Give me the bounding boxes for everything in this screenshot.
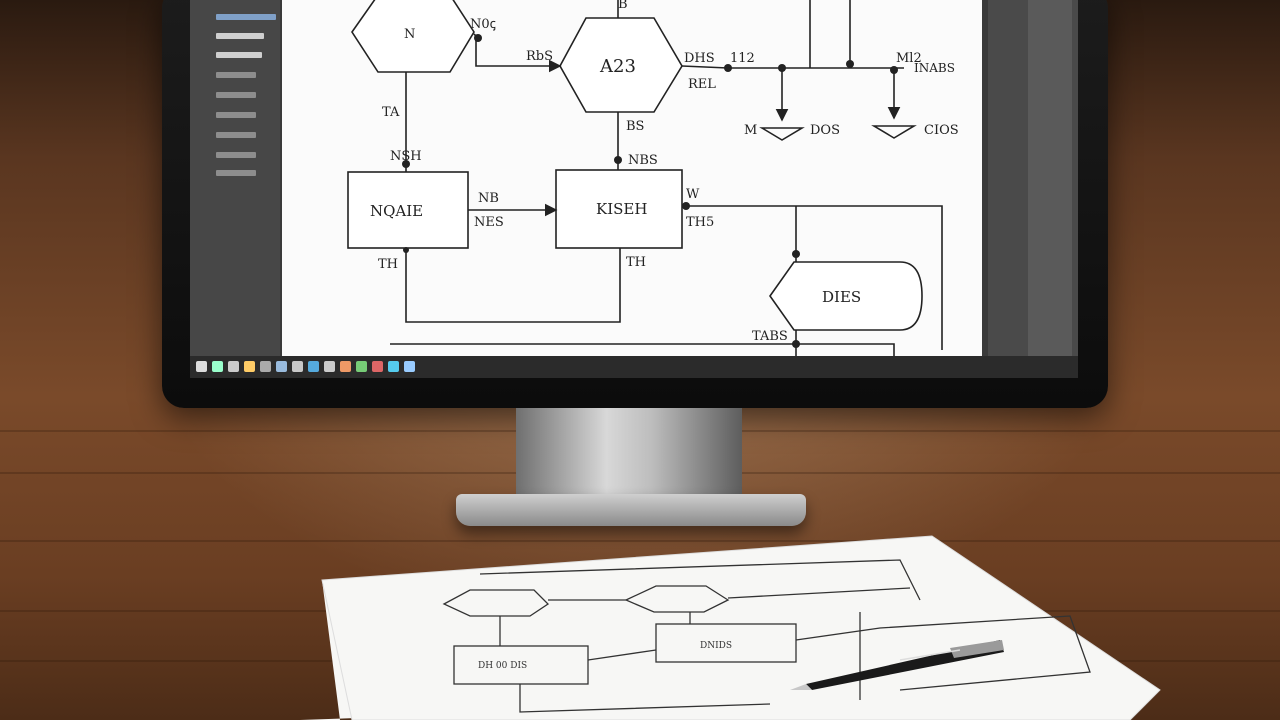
node-label: KISEH [596,200,647,218]
app-icon[interactable] [260,361,271,372]
right-panel [988,0,1078,356]
edge-label: TABS [752,329,788,344]
app-icon[interactable] [292,361,303,372]
app-icon[interactable] [372,361,383,372]
edge-label: CIOS [924,123,959,138]
taskbar [190,356,1078,378]
edge-label: TH5 [686,215,714,230]
app-icon[interactable] [228,361,239,372]
monitor-stand-base [456,494,806,526]
edge-label: N0ꞔ [470,17,496,32]
edge-label: B [618,0,628,12]
edge-label: TA [382,105,400,120]
app-icon[interactable] [324,361,335,372]
edge-label: W [686,187,700,202]
app-icon[interactable] [212,361,223,372]
app-icon[interactable] [388,361,399,372]
sidebar-item[interactable] [216,14,276,20]
pen[interactable] [790,640,1004,690]
process-box [453,645,589,685]
edge-label: BS [626,119,644,134]
edge-label: NSH [390,149,422,164]
edge-label: INABS [914,61,955,75]
start-icon[interactable] [196,361,207,372]
edge-label: TH [626,255,646,270]
node-label: DNIDS [700,641,732,651]
diagram-canvas[interactable]: N N0ꞔ B RbS A23 DHS REL 112 Ml2 INABS M … [282,0,982,356]
app-icon[interactable] [356,361,367,372]
sidebar-item[interactable] [216,72,256,78]
app-sidebar [190,0,280,356]
sidebar-item[interactable] [216,170,256,176]
edge-label: NB [478,191,499,206]
node-label: A23 [599,56,636,77]
process-box [655,623,797,663]
edge-label: 112 [730,51,755,66]
app-icon[interactable] [244,361,255,372]
node-label: N [404,27,415,42]
edge-label: TH [378,257,398,272]
flowchart: N N0ꞔ B RbS A23 DHS REL 112 Ml2 INABS M … [347,0,959,356]
monitor-screen: N N0ꞔ B RbS A23 DHS REL 112 Ml2 INABS M … [190,0,1078,378]
hexagon-node [351,0,475,73]
edge-label: NBS [628,153,658,168]
sidebar-item[interactable] [216,132,256,138]
edge-label: REL [688,77,716,92]
app-icon[interactable] [276,361,287,372]
sidebar-item[interactable] [216,152,256,158]
hexagon-node [442,589,550,617]
sidebar-item[interactable] [216,112,256,118]
edge-label: M [744,123,757,138]
node-label: DIES [822,288,861,306]
edge-label: Ml2 [896,51,922,66]
app-icon[interactable] [404,361,415,372]
terminator-node [769,261,923,331]
process-box [555,169,683,249]
node-label: DH 00 DIS [478,661,527,671]
sidebar-item[interactable] [216,92,256,98]
edge-label: NES [474,215,504,230]
app-icon[interactable] [340,361,351,372]
sidebar-item[interactable] [216,52,262,58]
edge-label: RbS [526,49,553,64]
app-icon[interactable] [308,361,319,372]
hexagon-node [624,585,730,613]
sidebar-item[interactable] [216,33,264,39]
edge-label: DHS [684,51,715,66]
node-label: NQAIE [370,202,423,220]
edge-label: DOS [810,123,840,138]
